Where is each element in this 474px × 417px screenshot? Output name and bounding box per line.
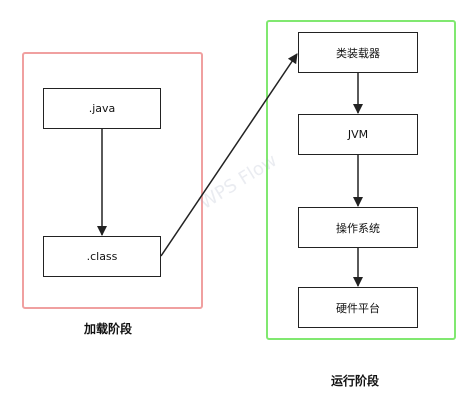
node-class: .class: [43, 236, 161, 277]
load-stage-group: [22, 52, 203, 309]
run-stage-caption: 运行阶段: [331, 374, 380, 388]
node-jvm: JVM: [298, 114, 418, 155]
node-class-loader: 类装载器: [298, 32, 418, 73]
node-java: .java: [43, 88, 161, 129]
node-hardware-platform: 硬件平台: [298, 287, 418, 328]
node-operating-system: 操作系统: [298, 207, 418, 248]
load-stage-caption: 加载阶段: [84, 322, 133, 336]
edge-class-to-loader: [160, 53, 298, 257]
run-stage-group: [266, 20, 456, 340]
